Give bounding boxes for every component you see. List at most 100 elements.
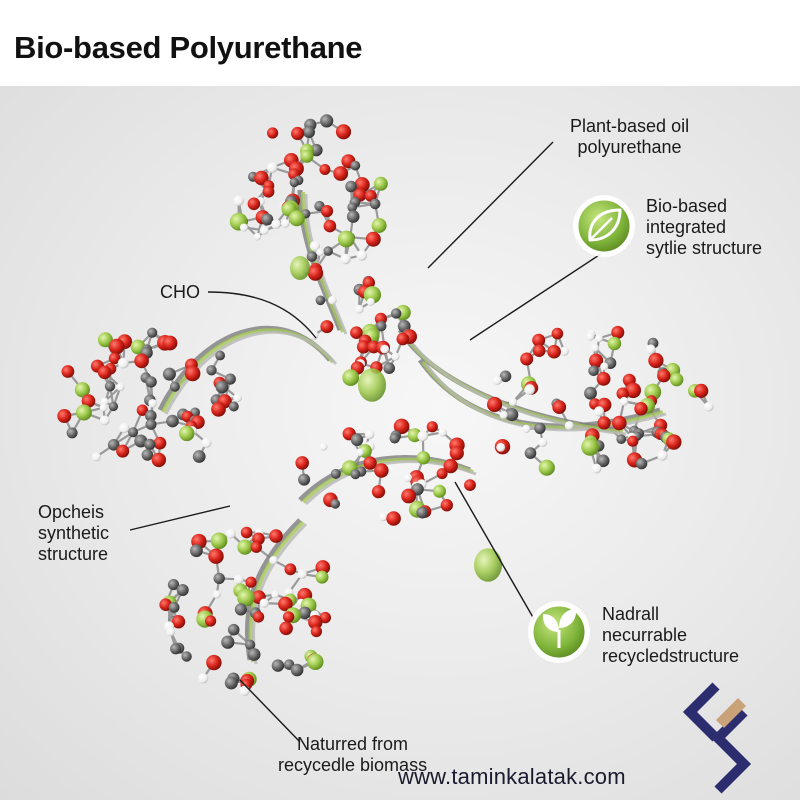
carbon-atom — [167, 579, 180, 591]
carbon-atom — [144, 438, 156, 450]
carbon-atom — [306, 251, 318, 262]
oxygen-atom — [310, 625, 322, 638]
hydrogen-atom — [100, 397, 109, 406]
oxygen-atom — [278, 596, 293, 612]
hydrogen-atom — [99, 403, 108, 412]
oxygen-atom — [320, 205, 334, 218]
green-atom — [337, 230, 355, 248]
hydrogen-atom — [378, 512, 388, 522]
leaf-badge-icon — [573, 195, 635, 257]
green-atom — [416, 451, 431, 465]
green-atom — [210, 532, 228, 550]
green-atom — [74, 382, 90, 398]
oxygen-atom — [634, 402, 648, 416]
hydrogen-atom — [91, 452, 101, 462]
carbon-atom — [499, 370, 512, 383]
oxygen-atom — [136, 404, 149, 416]
website-url: www.taminkalatak.com — [398, 764, 626, 789]
hydrogen-atom — [197, 673, 209, 684]
oxygen-atom — [625, 382, 641, 399]
label-cho-text: CHO — [160, 282, 200, 302]
oxygen-atom — [449, 446, 464, 461]
hydrogen-atom — [391, 352, 400, 361]
hydrogen-atom — [538, 437, 548, 447]
oxygen-atom — [365, 231, 381, 247]
green-atom — [237, 539, 253, 555]
green-lobe — [358, 368, 386, 402]
carbon-atom — [345, 180, 357, 193]
hydrogen-atom — [356, 448, 364, 457]
oxygen-atom — [551, 327, 564, 340]
carbon-atom — [588, 365, 599, 377]
oxygen-atom — [308, 615, 323, 630]
green-atom — [607, 336, 622, 351]
carbon-atom — [134, 434, 148, 448]
hydrogen-atom — [508, 397, 518, 407]
carbon-atom — [166, 414, 179, 428]
oxygen-atom — [205, 615, 217, 627]
carbon-atom — [534, 422, 546, 434]
oxygen-atom — [291, 126, 305, 141]
green-atom — [371, 218, 387, 233]
carbon-atom — [383, 362, 396, 375]
carbon-atom — [66, 427, 78, 439]
oxygen-atom — [443, 458, 458, 474]
green-atom — [581, 438, 599, 456]
carbon-atom — [245, 639, 256, 650]
carbon-atom — [369, 198, 381, 210]
carbon-atom — [224, 676, 238, 690]
oxygen-atom — [374, 463, 389, 478]
hydrogen-atom — [269, 556, 278, 565]
hydrogen-atom — [657, 450, 668, 461]
oxygen-atom — [206, 654, 222, 671]
carbon-atom — [505, 408, 519, 422]
hydrogen-atom — [356, 249, 368, 261]
carbon-atom — [330, 468, 341, 479]
hydrogen-atom — [600, 362, 609, 371]
carbon-atom — [323, 246, 333, 256]
carbon-atom — [596, 454, 610, 468]
green-atom — [300, 149, 314, 163]
carbon-atom — [298, 606, 311, 619]
hydrogen-atom — [309, 240, 321, 251]
sprout-badge-icon — [528, 601, 590, 663]
carbon-atom — [346, 210, 360, 223]
carbon-atom — [206, 365, 217, 376]
hydrogen-atom — [271, 590, 279, 599]
brand-logo-icon — [682, 682, 752, 794]
hydrogen-atom — [366, 298, 375, 306]
carbon-atom — [228, 401, 239, 412]
green-atom — [237, 588, 255, 607]
label-nadrall-line-2: necurrable — [602, 625, 688, 645]
hydrogen-atom — [354, 304, 364, 314]
hydrogen-atom — [438, 428, 447, 437]
hydrogen-atom — [340, 253, 351, 265]
green-atom — [179, 425, 195, 442]
oxygen-atom — [440, 499, 453, 512]
label-naturred-line-1: Naturred from — [297, 734, 409, 754]
label-opcheis-line-3: structure — [38, 544, 109, 564]
oxygen-atom — [396, 332, 410, 346]
oxygen-atom — [386, 511, 401, 526]
oxygen-atom — [252, 611, 265, 623]
hydrogen-atom — [364, 429, 375, 440]
label-naturred: Naturred from recycedle biomass — [278, 734, 427, 776]
green-atom — [97, 332, 113, 348]
oxygen-atom — [547, 344, 561, 359]
oxygen-atom — [211, 401, 226, 417]
hydrogen-atom — [403, 473, 413, 483]
carbon-atom — [170, 643, 182, 655]
oxygen-atom — [134, 353, 149, 369]
carbon-atom — [320, 114, 334, 128]
hydrogen-atom — [585, 332, 595, 341]
hydrogen-atom — [271, 219, 281, 230]
oxygen-atom — [596, 372, 611, 386]
hydrogen-atom — [259, 225, 269, 235]
hydrogen-atom — [225, 528, 236, 539]
hydrogen-atom — [524, 384, 535, 395]
hydrogen-atom — [522, 424, 531, 433]
carbon-atom — [389, 433, 400, 444]
label-plant-oil-line-2: polyurethane — [577, 137, 682, 157]
carbon-atom — [224, 373, 236, 385]
green-atom — [288, 210, 305, 227]
